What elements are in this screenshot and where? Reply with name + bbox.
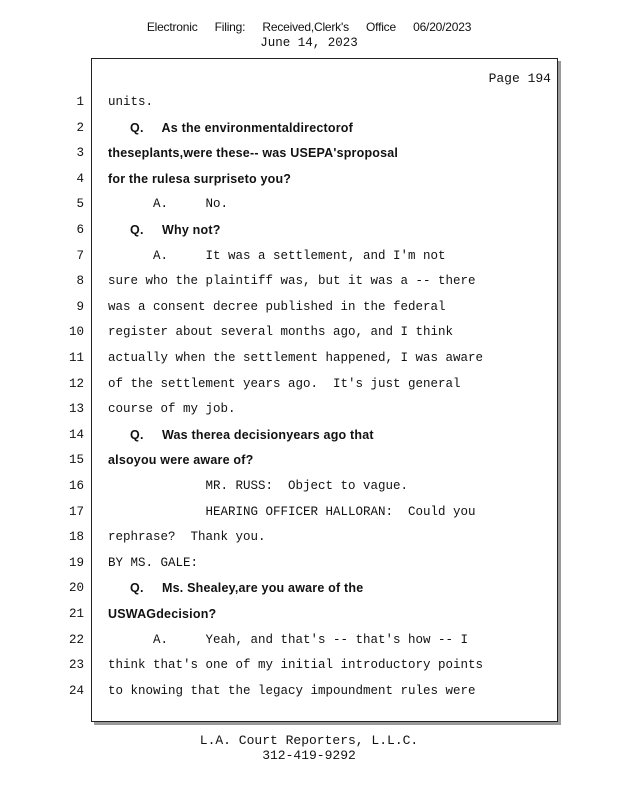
- line-text: think that's one of my initial introduct…: [108, 658, 484, 673]
- line-text: sure who the plaintiff was, but it was a…: [108, 274, 476, 289]
- line-number: 23: [68, 658, 84, 673]
- transcript-line: 3 theseplants,were these-- was USEPA'spro…: [0, 141, 618, 167]
- transcript-line: 6 Q. Why not?: [0, 218, 618, 244]
- transcript-line: 5 A. No.: [0, 192, 618, 218]
- transcript-line: 4 for the rulesa surpriseto you?: [0, 167, 618, 193]
- line-text: was a consent decree published in the fe…: [108, 299, 446, 314]
- line-text: MR. RUSS: Object to vague.: [108, 479, 409, 493]
- line-number: 2: [76, 120, 84, 135]
- line-text: Q. As the environmentaldirectorof: [108, 120, 353, 135]
- transcript-line: 22 A. Yeah, and that's -- that's how -- …: [0, 628, 618, 654]
- line-number: 16: [68, 479, 84, 493]
- transcript-line: 15 alsoyou were aware of?: [0, 448, 618, 474]
- line-text: units.: [108, 95, 154, 109]
- transcript-line: 8 sure who the plaintiff was, but it was …: [0, 269, 618, 295]
- transcript-line: 17 HEARING OFFICER HALLORAN: Could you: [0, 500, 618, 526]
- filing-stamp: Electronic Filing: Received,Clerk's Offi…: [0, 20, 618, 34]
- line-text: actually when the settlement happened, I…: [108, 351, 484, 365]
- line-text: A. It was a settlement, and I'm not: [108, 248, 446, 263]
- footer-company: L.A. Court Reporters, L.L.C.: [199, 733, 419, 748]
- line-text: HEARING OFFICER HALLORAN: Could you: [108, 504, 476, 519]
- line-text: Q. Ms. Shealey,are you aware of the: [108, 581, 364, 596]
- line-number: 21: [68, 607, 84, 621]
- transcript-line: 16 MR. RUSS: Object to vague.: [0, 474, 618, 500]
- transcript-line: 18 rephrase? Thank you.: [0, 525, 618, 551]
- line-number: 24: [68, 683, 84, 698]
- transcript-line: 19 BY MS. GALE:: [0, 551, 618, 577]
- transcript-line: 13 course of my job.: [0, 397, 618, 423]
- line-text: rephrase? Thank you.: [108, 530, 266, 545]
- line-number: 3: [76, 146, 84, 161]
- line-number: 1: [76, 95, 84, 109]
- transcript-line: 7 A. It was a settlement, and I'm not: [0, 244, 618, 270]
- line-number: 7: [76, 248, 84, 263]
- transcript-line: 20 Q. Ms. Shealey,are you aware of the: [0, 576, 618, 602]
- line-text: register about several months ago, and I…: [108, 325, 454, 340]
- transcript-line: 11 actually when the settlement happened,…: [0, 346, 618, 372]
- line-number: 8: [76, 274, 84, 289]
- line-number: 10: [68, 325, 84, 340]
- line-text: Q. Why not?: [108, 223, 221, 237]
- transcript-line: 21 USWAGdecision?: [0, 602, 618, 628]
- transcript-line: 1 units.: [0, 90, 618, 116]
- line-text: of the settlement years ago. It's just g…: [108, 376, 461, 391]
- transcript-line: 14 Q. Was therea decisionyears ago that: [0, 423, 618, 449]
- stamp-date: 06/20/2023: [413, 20, 472, 34]
- line-number: 4: [76, 171, 84, 186]
- line-number: 15: [68, 453, 84, 468]
- line-number: 20: [68, 581, 84, 596]
- line-number: 17: [68, 504, 84, 519]
- line-number: 14: [68, 427, 84, 442]
- stamp-electronic: Electronic: [146, 20, 198, 34]
- line-text: A. No.: [108, 197, 229, 212]
- transcript-line: 23 think that's one of my initial introdu…: [0, 653, 618, 679]
- line-text: USWAGdecision?: [108, 607, 217, 621]
- line-text: alsoyou were aware of?: [108, 453, 254, 468]
- line-text: course of my job.: [108, 402, 236, 417]
- footer: L.A. Court Reporters, L.L.C. 312-419-929…: [0, 733, 618, 763]
- line-number: 22: [68, 632, 84, 647]
- line-text: BY MS. GALE:: [108, 555, 199, 570]
- stamp-office: Office: [366, 20, 396, 34]
- stamp-filing: Filing:: [214, 20, 246, 34]
- line-text: A. Yeah, and that's -- that's how -- I: [108, 632, 469, 647]
- line-number: 6: [76, 223, 84, 237]
- transcript-line: 24 to knowing that the legacy impoundment…: [0, 679, 618, 705]
- transcript-line: 9 was a consent decree published in the f…: [0, 295, 618, 321]
- page-number: Page 194: [488, 71, 551, 86]
- line-text: for the rulesa surpriseto you?: [108, 171, 292, 186]
- stamp-received: Received,Clerk's: [262, 20, 349, 34]
- line-text: theseplants,were these-- was USEPA'sprop…: [108, 146, 399, 161]
- line-text: Q. Was therea decisionyears ago that: [108, 427, 374, 442]
- line-text: to knowing that the legacy impoundment r…: [108, 683, 476, 698]
- line-number: 12: [68, 376, 84, 391]
- line-number: 19: [68, 555, 84, 570]
- transcript-line: 2 Q. As the environmentaldirectorof: [0, 116, 618, 142]
- transcript-line: 12 of the settlement years ago. It's just…: [0, 372, 618, 398]
- hearing-date: June 14, 2023: [260, 36, 358, 50]
- line-number: 11: [68, 351, 84, 365]
- line-number: 13: [68, 402, 84, 417]
- transcript-page-frame: Page 194: [91, 58, 558, 722]
- line-number: 9: [76, 299, 84, 314]
- line-number: 18: [68, 530, 84, 545]
- footer-phone: 312-419-9292: [262, 748, 356, 763]
- line-number: 5: [76, 197, 84, 212]
- transcript-line: 10 register about several months ago, and…: [0, 320, 618, 346]
